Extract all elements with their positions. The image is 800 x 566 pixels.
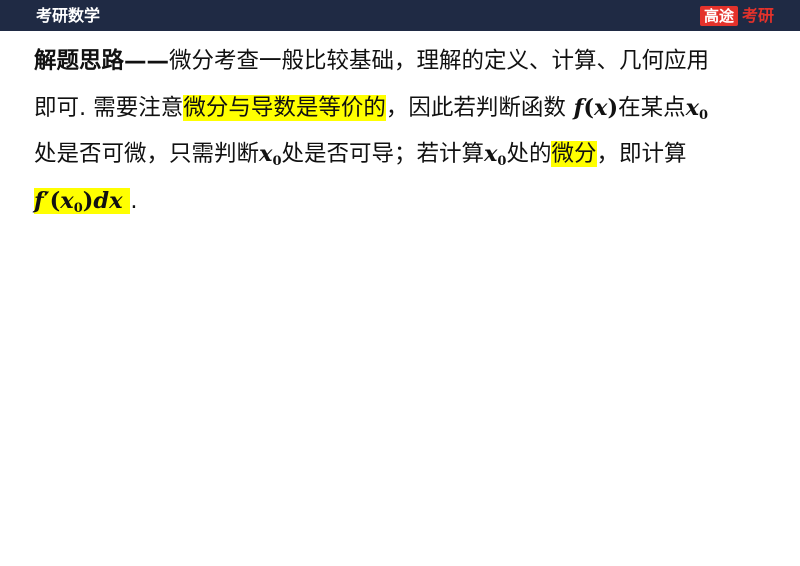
formula-f-x: f(x) [565,94,619,121]
line3-text-a: 处是否可微，只需判断 [34,141,260,167]
brand-badge: 高途 [699,6,738,26]
line2-text-a: 即可. 需要注意 [34,94,184,121]
solution-text: 解题思路——微分考查一般比较基础，理解的定义、计算、几何应用 即可. 需要注意微… [34,38,764,224]
line3-text-b: 处是否可导；若计算 [281,141,484,167]
line1-text: 微分考查一般比较基础，理解的定义、计算、几何应用 [169,48,710,74]
formula-derivative-dx: f′(x0)dx [34,187,131,216]
highlight-equivalence: 微分与导数是等价的 [183,94,386,121]
brand-text: 考研 [741,6,774,25]
header-title: 考研数学 [36,6,101,25]
text-line-1: 解题思路——微分考查一般比较基础，理解的定义、计算、几何应用 [34,38,764,85]
formula-x0: x0 [685,94,709,123]
line2-text-b: ，因此若判断函数 [385,94,566,121]
text-line-2: 即可. 需要注意微分与导数是等价的，因此若判断函数 f(x)在某点x0 [34,85,764,132]
text-line-4: f′(x0)dx . [34,178,764,225]
text-line-3: 处是否可微，只需判断x0处是否可导；若计算x0处的微分，即计算 [34,131,764,178]
line4-period: . [130,187,138,214]
formula-x0: x0 [259,141,282,169]
line3-text-d: ，即计算 [596,141,687,167]
header-bar: 考研数学 高途 考研 [0,0,800,31]
brand-logo: 高途 考研 [699,5,774,27]
line2-text-c: 在某点 [618,94,686,121]
solution-label: 解题思路—— [34,48,170,74]
highlight-differential: 微分 [551,141,597,167]
formula-x0: x0 [484,141,507,169]
line3-text-c: 处的 [506,141,552,167]
